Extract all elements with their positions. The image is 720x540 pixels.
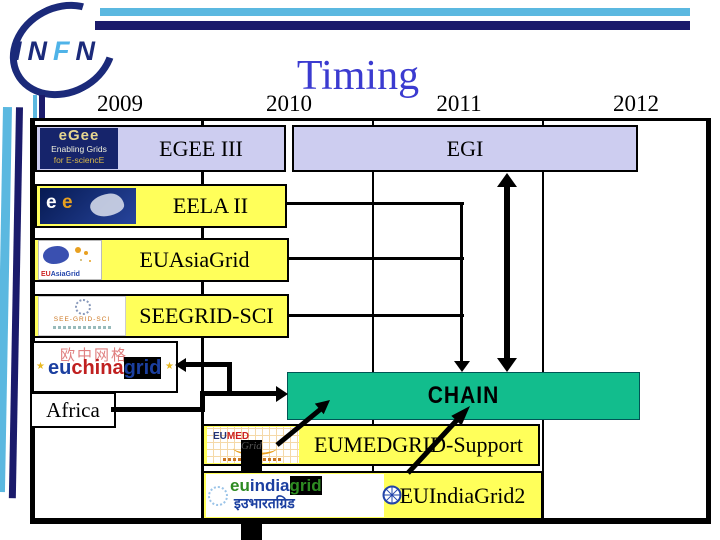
infn-letter-f: F <box>53 36 76 66</box>
eumedgrid-eu: EU <box>213 431 227 442</box>
euchinagrid-chinese-text: 欧中网格 <box>60 346 129 364</box>
infn-letter: N <box>75 36 102 66</box>
euasiagrid-logo: EUAsiaGrid <box>38 240 102 280</box>
arrow-euindiagrid-to-chain <box>406 406 470 475</box>
year-label-2010: 2010 <box>266 91 312 116</box>
euasiagrid-logo-text-eu: EU <box>41 271 51 278</box>
arrow-eumedgrid-to-chain <box>275 400 330 447</box>
euindiagrid-hindi-text: इउभारतग्रिड <box>234 496 295 512</box>
euindia-grid: grid <box>289 476 322 495</box>
seegrid-logo-text: SEE-GRID-SCI <box>53 316 111 323</box>
connector-africa-vertical <box>200 391 205 412</box>
project-label-eela2: EELA II <box>172 193 249 218</box>
left-bar-navy <box>8 107 23 499</box>
connector-eela-to-collector <box>286 202 464 205</box>
egee-logo-line2: for E-sciencE <box>53 155 105 165</box>
euindia-eu: eu <box>230 476 250 495</box>
connector-into-chain-left <box>200 391 278 396</box>
infn-letter: I <box>14 36 28 66</box>
double-arrow-egi-chain-line <box>504 185 510 360</box>
euasiagrid-logo-text-rest: AsiaGrid <box>50 271 80 278</box>
project-box-egi: EGI <box>292 125 638 172</box>
project-box-seegrid-sci: SEE-GRID-SCI SEEGRID-SCI <box>33 294 289 338</box>
page-title: Timing <box>296 53 420 99</box>
project-box-egee3: eGee Enabling Grids for E-sciencE EGEE I… <box>35 125 286 172</box>
eumedgrid-med: MED <box>226 431 250 442</box>
euasiagrid-logo-islands <box>75 247 81 253</box>
collector-line-to-chain <box>460 202 463 362</box>
star-icon: ★ <box>165 361 174 372</box>
seegrid-logo-small-print <box>53 326 111 329</box>
year-label-2009: 2009 <box>97 91 143 116</box>
connector-euchina-vertical <box>227 362 232 394</box>
left-bar-stub-navy <box>39 95 45 121</box>
euindiagrid-wordmark: euindiagrid <box>230 476 322 496</box>
euchinagrid-eu: eu <box>48 357 72 379</box>
project-label-chain: CHAIN <box>427 382 500 409</box>
project-label-euindiagrid2: EUIndiaGrid2 <box>399 482 526 508</box>
euchinagrid-china: china <box>71 357 124 379</box>
euasiagrid-logo-text: EUAsiaGrid <box>41 271 80 278</box>
top-bar-navy <box>95 21 690 30</box>
euindia-india: india <box>249 476 290 495</box>
infn-logo: INFN <box>14 36 101 67</box>
arrowhead-right-into-chain <box>276 386 288 402</box>
project-box-eela2: e e EELA II <box>35 184 287 228</box>
gridline-2011 <box>372 121 374 518</box>
top-bar-light-blue <box>100 8 690 16</box>
project-box-euchinagrid: 欧中网格 ★ euchinagrid ★ <box>32 341 178 393</box>
project-box-euasiagrid: EUAsiaGrid EUAsiaGrid <box>33 238 289 282</box>
project-label-euasiagrid: EUAsiaGrid <box>139 247 250 272</box>
arrowhead-left-to-euchinagrid <box>175 358 186 372</box>
egee-logo-line1: Enabling Grids <box>51 144 107 154</box>
euindiagrid-logo: euindiagrid इउभारतग्रिड <box>206 474 384 517</box>
seegrid-logo: SEE-GRID-SCI <box>38 296 126 336</box>
eela-logo-e2: e <box>62 192 73 213</box>
arrowhead-down-to-chain <box>497 358 517 372</box>
year-label-2011: 2011 <box>436 91 482 116</box>
project-box-africa: Africa <box>30 392 116 428</box>
arrowhead-up-to-egi <box>497 173 517 187</box>
euchinagrid-grid: grid <box>123 357 162 379</box>
connector-africa-horizontal <box>111 407 205 412</box>
connector-euasia-to-collector <box>288 257 464 260</box>
project-label-eumedgrid-support: EUMEDGRID-Support <box>314 432 523 457</box>
project-label-egee3: EGEE III <box>159 135 243 161</box>
egee-logo: eGee Enabling Grids for E-sciencE <box>40 128 118 169</box>
connector-euchina-horizontal <box>184 362 232 367</box>
eela-logo-e1: e <box>46 192 57 213</box>
eela-logo-map-shape <box>88 191 126 219</box>
connector-seegrid-to-collector <box>288 314 464 317</box>
seegrid-logo-emblem-icon <box>75 299 91 315</box>
left-decoration-bars <box>0 107 27 499</box>
project-label-seegrid-sci: SEEGRID-SCI <box>139 303 274 328</box>
eela-logo: e e <box>40 188 136 224</box>
eumedgrid-logo-wordmark: EUMED <box>213 431 249 442</box>
euchinagrid-logo: 欧中网格 ★ euchinagrid ★ <box>34 343 176 391</box>
euchinagrid-wordmark: euchinagrid <box>48 357 162 380</box>
left-bar-stub-light <box>33 95 37 121</box>
egee-logo-brand: eGee <box>58 127 100 144</box>
euasiagrid-logo-map-shape <box>43 246 69 264</box>
chakra-wheel-icon <box>382 485 402 505</box>
gridline-2012 <box>542 121 544 518</box>
year-label-2012: 2012 <box>613 91 659 116</box>
infn-letter: N <box>27 36 54 66</box>
star-icon: ★ <box>36 361 45 372</box>
project-box-euindiagrid2: euindiagrid इउभारतग्रिड EUIndiaGrid2 <box>202 471 543 520</box>
project-label-africa: Africa <box>46 397 100 422</box>
arrowhead-down-into-chain <box>454 361 470 372</box>
eu-stars-circle-icon <box>208 486 228 506</box>
project-box-eumedgrid-support: EUMED Grid EUMEDGRID-Support <box>202 424 540 540</box>
project-label-egi: EGI <box>446 135 484 161</box>
